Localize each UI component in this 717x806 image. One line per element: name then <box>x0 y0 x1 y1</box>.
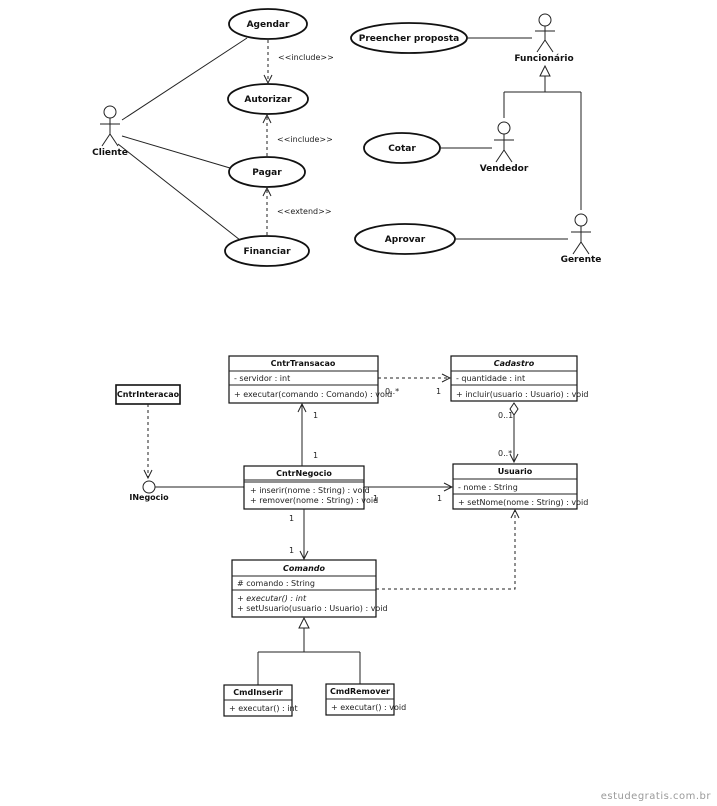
class-comando-attr: # comando : String <box>237 579 315 588</box>
mult-trans-cad-right: 1 <box>436 387 441 396</box>
class-cmd-remover-op: + executar() : void <box>331 703 406 712</box>
class-cntr-negocio: CntrNegocio + inserir(nome : String) : v… <box>243 465 378 510</box>
usecase-aprovar: Aprovar <box>354 223 456 255</box>
footer-watermark: estudegratis.com.br <box>600 791 711 802</box>
actor-vendedor: Vendedor <box>480 121 529 174</box>
class-usuario-op: + setNome(nome : String) : void <box>458 498 588 507</box>
usecase-cotar-label: Cotar <box>388 144 416 154</box>
class-comando: Comando # comando : String + executar() … <box>231 559 388 618</box>
actor-gerente-label: Gerente <box>561 255 602 265</box>
mult-cad-usr-bottom: 0..* <box>498 449 512 458</box>
interface-inegocio-label: INegocio <box>129 493 169 502</box>
interface-inegocio: INegocio <box>129 480 169 502</box>
mult-neg-cmd-top: 1 <box>289 514 294 523</box>
class-cmd-remover: CmdRemover + executar() : void <box>325 683 406 716</box>
usecase-agendar: Agendar <box>228 8 308 40</box>
class-cmd-inserir-op: + executar() : int <box>229 704 298 713</box>
mult-trans-neg-bottom: 1 <box>313 451 318 460</box>
class-usuario-attr: - nome : String <box>458 483 518 492</box>
mult-trans-neg-top: 1 <box>313 411 318 420</box>
class-cntr-interacao: CntrInteracao <box>115 384 181 405</box>
class-cadastro-op: + incluir(usuario : Usuario) : void <box>456 390 589 399</box>
dep-comando-usuario <box>376 510 515 590</box>
actor-cliente: Cliente <box>92 105 128 158</box>
class-cadastro: Cadastro - quantidade : int + incluir(us… <box>450 355 589 402</box>
class-usuario-name: Usuario <box>498 467 533 476</box>
actor-funcionario: Funcionário <box>514 13 574 64</box>
usecase-pagar: Pagar <box>228 156 306 188</box>
class-cmd-remover-name: CmdRemover <box>330 687 390 696</box>
usecase-cotar: Cotar <box>363 132 441 164</box>
class-cntr-negocio-op1: + inserir(nome : String) : void <box>250 486 370 495</box>
mult-cad-usr-top: 0..1 <box>498 411 513 420</box>
usecase-financiar: Financiar <box>224 235 310 267</box>
usecase-autorizar: Autorizar <box>227 83 309 115</box>
actor-funcionario-label: Funcionário <box>514 54 573 64</box>
class-cntr-negocio-name: CntrNegocio <box>276 469 332 478</box>
class-usuario: Usuario - nome : String + setNome(nome :… <box>452 463 588 510</box>
mult-trans-cad-left: 0..* <box>385 387 399 396</box>
assoc-cliente-agendar <box>121 37 248 121</box>
mult-neg-cmd-bottom: 1 <box>289 546 294 555</box>
class-cntr-transacao-op: + executar(comando : Comando) : void <box>234 390 392 399</box>
include-label-2: <<include>> <box>277 135 333 144</box>
actor-vendedor-label: Vendedor <box>480 164 529 174</box>
class-cntr-negocio-op2: + remover(nome : String) : void <box>250 496 378 505</box>
class-comando-name: Comando <box>283 564 326 573</box>
class-cntr-interacao-name: CntrInteracao <box>117 390 180 399</box>
usecase-aprovar-label: Aprovar <box>385 235 426 245</box>
class-cadastro-attr: - quantidade : int <box>456 374 525 383</box>
usecase-pagar-label: Pagar <box>252 168 282 178</box>
class-cmd-inserir-name: CmdInserir <box>233 688 282 697</box>
class-cmd-inserir: CmdInserir + executar() : int <box>223 684 298 717</box>
class-cntr-transacao-attr: - servidor : int <box>234 374 290 383</box>
assoc-cliente-financiar <box>117 143 241 241</box>
usecase-preencher: Preencher proposta <box>350 22 468 54</box>
actor-cliente-label: Cliente <box>92 148 128 158</box>
mult-neg-usr-left: 1 <box>373 494 378 503</box>
usecase-agendar-label: Agendar <box>247 20 290 30</box>
class-cntr-transacao: CntrTransacao - servidor : int + executa… <box>228 355 392 404</box>
class-cntr-transacao-name: CntrTransacao <box>271 359 336 368</box>
usecase-financiar-label: Financiar <box>243 247 291 257</box>
usecase-preencher-label: Preencher proposta <box>359 34 460 44</box>
extend-label: <<extend>> <box>277 207 332 216</box>
include-label-1: <<include>> <box>278 53 334 62</box>
class-comando-op1: + executar() : int <box>237 594 307 603</box>
assoc-cliente-pagar <box>121 135 231 169</box>
class-cadastro-name: Cadastro <box>494 359 535 368</box>
mult-neg-usr-right: 1 <box>437 494 442 503</box>
class-comando-op2: + setUsuario(usuario : Usuario) : void <box>237 604 388 613</box>
actor-gerente: Gerente <box>561 213 602 265</box>
usecase-autorizar-label: Autorizar <box>244 95 292 105</box>
